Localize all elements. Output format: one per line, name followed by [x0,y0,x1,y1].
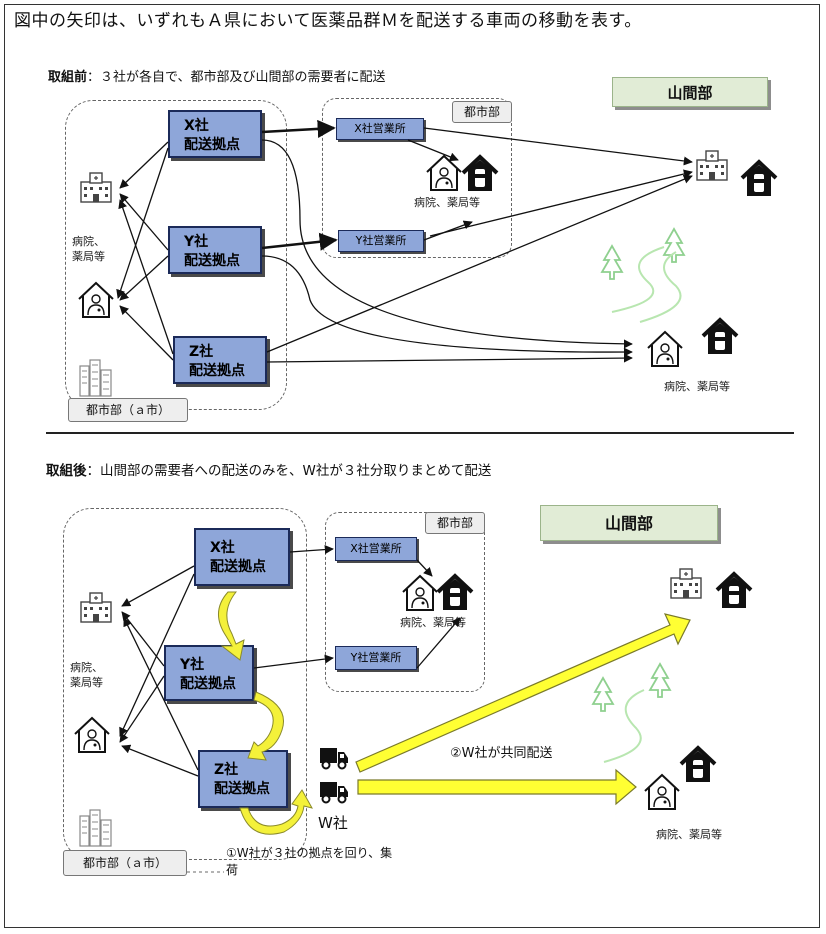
mountain-road [603,689,645,763]
after-city-demand-label: 病院、薬局等 [400,616,466,629]
after-urban-tag: 都市部（ａ市） [63,850,187,876]
doctor-icon [647,331,683,367]
pharmacy-icon [461,155,499,193]
after-heading: 取組後：山間部の需要者への配送のみを、W社が３社分取りまとめて配送 [46,459,491,479]
pharmacy-icon [701,318,739,356]
hospital-icon [696,150,728,181]
figure-frame [4,4,820,928]
pickup-note-line2: 荷 [226,863,239,877]
doctor-icon [78,282,114,318]
after-depot-y-company: Y社 [180,657,205,673]
pickup-arrow-x-to-y [218,591,245,661]
after-office-x: X社営業所 [335,537,417,561]
pickup-arrow-y-to-z [247,691,284,761]
after-mountain-demand-label: 病院、薬局等 [656,828,722,841]
doctor-icon [74,717,110,753]
joint-delivery-label: ②W社が共同配送 [450,746,553,761]
pharmacy-icon [740,160,778,198]
after-depot-z: Z社 配送拠点 [198,750,288,808]
before-urban-demand-label: 病院、 薬局等 [72,234,105,264]
after-city-area [325,512,485,692]
before-mountain-banner: 山間部 [612,77,768,107]
after-urban-demand-line2: 薬局等 [70,676,103,689]
hospital-icon [80,592,112,623]
pickup-note: ①W社が３社の拠点を回り、集 荷 [226,845,432,879]
after-depot-z-label: 配送拠点 [214,781,270,797]
buildings-icon [79,359,112,397]
before-depot-z: Z社 配送拠点 [173,336,267,384]
pharmacy-icon [715,572,753,610]
joint-delivery-arrow-hospital [355,613,691,773]
pickup-arrow-z-to-w [239,789,313,835]
figure-caption: 図中の矢印は、いずれもＡ県において医薬品群Ｍを配送する車両の移動を表す。 [14,11,642,31]
before-depot-x: X社 配送拠点 [168,110,262,158]
after-heading-text: ：山間部の需要者への配送のみを、W社が３社分取りまとめて配送 [86,463,492,479]
after-depot-x-company: X社 [210,540,235,556]
after-mountain-banner: 山間部 [540,505,718,541]
after-depot-y-label: 配送拠点 [180,676,236,692]
urban-demand-line2: 薬局等 [72,250,105,263]
before-city-demand-label: 病院、薬局等 [414,196,480,209]
mountain-road [639,251,682,323]
pickup-note-line1: ①W社が３社の拠点を回り、集 [226,846,393,860]
after-office-y: Y社営業所 [335,646,417,670]
before-office-x: X社営業所 [336,118,424,140]
depot-z-label: 配送拠点 [189,363,245,379]
pharmacy-icon [679,746,717,784]
tree-icon [649,663,671,698]
depot-x-label: 配送拠点 [184,137,240,153]
doctor-icon [402,575,438,611]
after-depot-x: X社 配送拠点 [194,528,290,586]
tree-icon [663,228,685,263]
after-depot-x-label: 配送拠点 [210,559,266,575]
hospital-icon [670,568,702,599]
tree-icon [601,245,623,280]
after-heading-prefix: 取組後 [46,463,87,479]
after-urban-demand-line1: 病院、 [70,661,103,674]
before-depot-y: Y社 配送拠点 [168,226,262,274]
hospital-icon [80,172,112,203]
truck-icon [319,781,349,804]
before-heading-prefix: 取組前 [48,70,88,85]
depot-z-company: Z社 [189,344,214,360]
before-city-tag: 都市部 [452,101,512,123]
pharmacy-icon [436,574,474,612]
before-mountain-demand-label: 病院、薬局等 [664,380,730,393]
before-heading-text: ：３社が各自で、都市部及び山間部の需要者に配送 [87,70,386,85]
truck-icon [319,747,349,770]
mountain-road [611,246,665,313]
after-city-tag: 都市部 [425,512,485,534]
before-heading: 取組前：３社が各自で、都市部及び山間部の需要者に配送 [48,66,386,85]
after-depot-z-company: Z社 [214,762,239,778]
doctor-icon [426,155,462,191]
before-office-y: Y社営業所 [338,230,424,252]
urban-demand-line1: 病院、 [72,235,105,248]
before-city-area [322,98,512,258]
joint-delivery-arrow-pharmacy [357,768,637,806]
section-divider [46,432,794,434]
depot-y-label: 配送拠点 [184,253,240,269]
after-urban-demand-label: 病院、 薬局等 [70,660,103,690]
depot-y-company: Y社 [184,234,209,250]
doctor-icon [644,774,680,810]
tree-icon [592,677,614,712]
buildings-icon [79,809,112,847]
w-company-label: W社 [318,814,348,832]
before-urban-tag: 都市部（ａ市） [68,398,188,422]
depot-x-company: X社 [184,118,209,134]
